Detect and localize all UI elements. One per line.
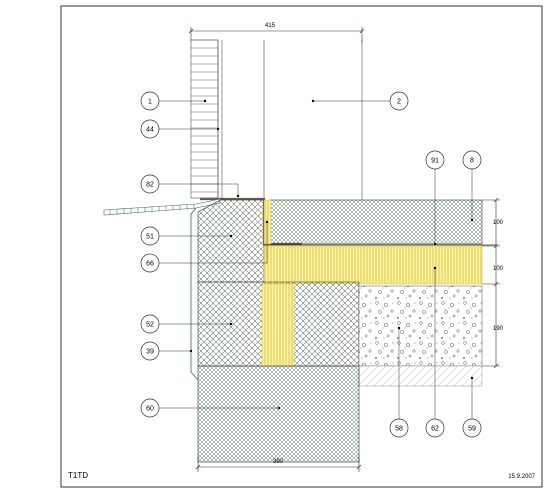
dimension-right-2: 100 xyxy=(493,266,504,272)
drawing-frame xyxy=(60,5,543,488)
callout-39: 39 xyxy=(140,341,193,361)
callout-44: 44 xyxy=(140,119,220,139)
callout-label: 59 xyxy=(468,426,476,433)
callout-circle xyxy=(140,174,160,194)
callout-60: 60 xyxy=(140,398,281,418)
callout-label: 1 xyxy=(148,99,152,106)
callout-82: 82 xyxy=(140,174,240,198)
leader-dot xyxy=(397,326,401,330)
callout-circle xyxy=(462,418,482,438)
slab-8 xyxy=(269,199,483,245)
callout-circle xyxy=(389,418,409,438)
brick-wall xyxy=(190,39,219,199)
callout-label: 66 xyxy=(146,261,154,268)
insulation-underslab-62 xyxy=(263,245,483,285)
dimension-right: 100 100 190 xyxy=(482,197,504,369)
callout-1: 1 xyxy=(140,91,207,111)
leader-dot xyxy=(433,266,437,270)
callout-66: 66 xyxy=(140,220,269,273)
callout-58: 58 xyxy=(389,326,409,438)
callout-label: 60 xyxy=(146,406,154,413)
callout-circle xyxy=(140,226,160,246)
callout-label: 52 xyxy=(146,322,154,329)
leader-dot xyxy=(203,99,207,103)
callout-circle xyxy=(140,314,160,334)
callout-2: 2 xyxy=(311,91,409,111)
callout-circle xyxy=(140,91,160,111)
drawing-code: T1TD xyxy=(68,471,88,480)
callout-circle xyxy=(140,398,160,418)
subfooting-60 xyxy=(197,365,360,463)
callout-circle xyxy=(425,418,445,438)
leader-dot xyxy=(216,127,220,131)
dimension-top-label: 415 xyxy=(265,23,276,29)
leader-dot xyxy=(236,194,240,198)
callout-52: 52 xyxy=(140,314,233,334)
dimension-right-3: 190 xyxy=(493,326,504,332)
callout-label: 51 xyxy=(146,234,154,241)
callout-label: 39 xyxy=(146,349,154,356)
callout-label: 2 xyxy=(397,99,401,106)
callout-circle xyxy=(140,253,160,273)
dimension-bottom-label: 390 xyxy=(273,459,284,465)
callout-label: 44 xyxy=(146,127,154,134)
callout-label: 62 xyxy=(431,426,439,433)
callout-circle xyxy=(462,150,482,170)
leader-dot xyxy=(277,406,281,410)
callout-label: 58 xyxy=(395,426,403,433)
callout-8: 8 xyxy=(462,150,482,222)
callout-circle xyxy=(140,119,160,139)
leader-dot xyxy=(189,349,193,353)
leader-dot xyxy=(433,242,437,246)
callout-62: 62 xyxy=(425,266,445,438)
callout-circle xyxy=(140,341,160,361)
membrane-39 xyxy=(190,207,199,381)
wall-frame-lines xyxy=(217,40,363,200)
dimension-right-1: 100 xyxy=(493,220,504,226)
insulation-footing xyxy=(261,283,295,367)
callout-59: 59 xyxy=(462,376,482,438)
leader-dot xyxy=(265,220,269,224)
callout-circle xyxy=(425,150,445,170)
callout-51: 51 xyxy=(140,226,233,246)
leader-dot xyxy=(311,99,315,103)
leader-dot xyxy=(470,218,474,222)
callout-circle xyxy=(389,91,409,111)
callout-label: 8 xyxy=(470,158,474,165)
leader-dot xyxy=(470,376,474,380)
leader-line xyxy=(159,222,268,264)
leader-dot xyxy=(229,322,233,326)
callout-label: 91 xyxy=(431,158,439,165)
dimension-bottom: 390 xyxy=(195,455,362,472)
callout-label: 82 xyxy=(146,182,154,189)
gravel-58 xyxy=(358,285,483,367)
soil-59 xyxy=(358,365,483,387)
leader-line xyxy=(159,183,239,196)
callout-91: 91 xyxy=(425,150,445,246)
leader-dot xyxy=(229,234,233,238)
edge-beam-51 xyxy=(197,199,265,283)
drawing-date: 15.9.2007 xyxy=(508,474,535,480)
